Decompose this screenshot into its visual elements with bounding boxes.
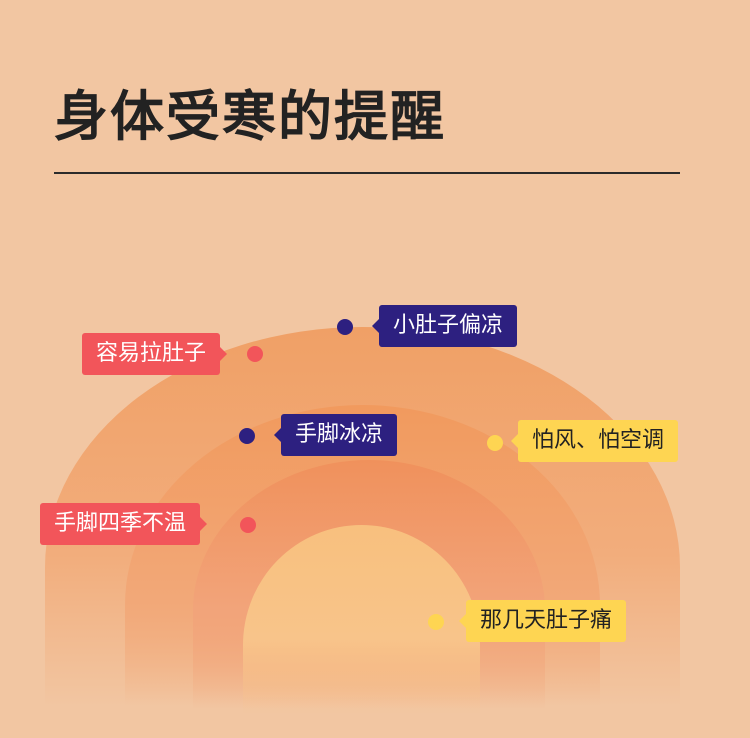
page-title: 身体受寒的提醒 [54,85,446,148]
label-tag: 手脚冰凉 [273,414,398,456]
marker-dot [487,435,503,451]
label-tag: 怕风、怕空调 [510,420,679,462]
marker-dot [240,517,256,533]
label-tag: 那几天肚子痛 [458,600,627,642]
label-tag: 手脚四季不温 [40,503,208,545]
divider [54,172,680,174]
marker-dot [428,614,444,630]
marker-dot [247,346,263,362]
marker-dot [337,319,353,335]
label-tag: 小肚子偏凉 [371,305,518,347]
marker-dot [239,428,255,444]
label-tag: 容易拉肚子 [82,333,228,375]
